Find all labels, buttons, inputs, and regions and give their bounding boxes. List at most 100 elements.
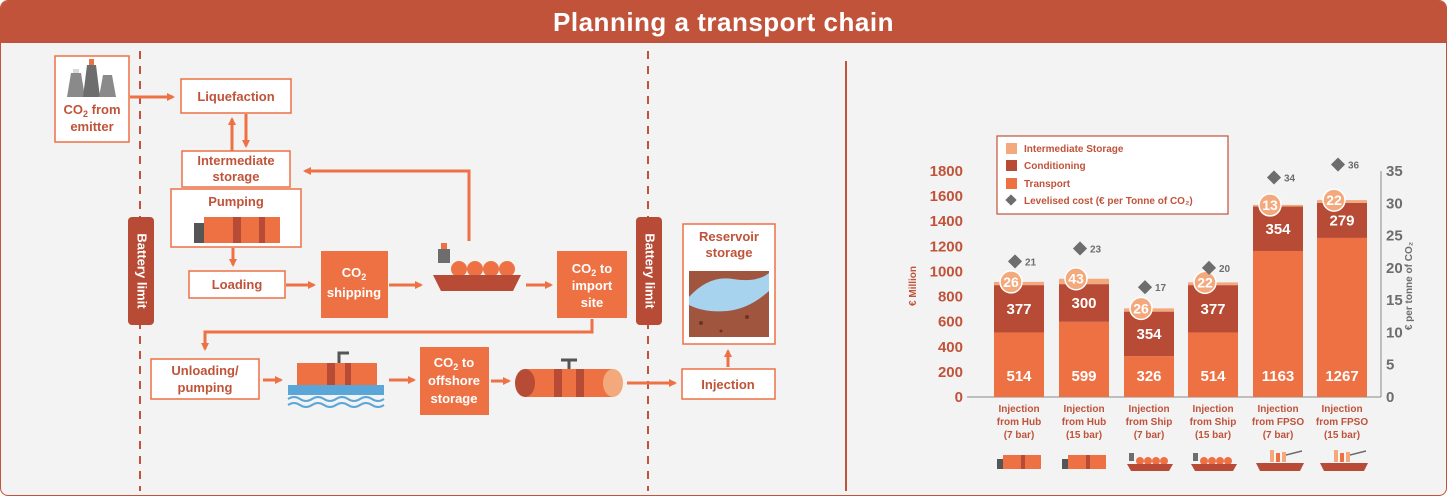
x-category-label: from Hub xyxy=(997,417,1041,428)
legend-swatch-intermediate-storage xyxy=(1006,143,1017,154)
x-category-label: from Ship xyxy=(1126,417,1173,428)
levelised-cost-marker xyxy=(1007,254,1023,269)
x-category-label: Injection xyxy=(1128,404,1169,415)
import-site-box: CO2 to import site xyxy=(557,251,627,318)
levelised-cost-label: 20 xyxy=(1219,264,1231,275)
x-category-label: (15 bar) xyxy=(1195,430,1231,441)
legend-swatch-conditioning xyxy=(1006,160,1017,171)
x-category-label: from Hub xyxy=(1062,417,1106,428)
reservoir-label-line2: storage xyxy=(706,245,753,260)
levelised-cost-marker xyxy=(1072,241,1088,256)
data-label-conditioning: 354 xyxy=(1136,326,1162,343)
data-label-intermediate-storage: 43 xyxy=(1068,271,1084,287)
bar-transport xyxy=(1059,321,1109,397)
levelised-cost-label: 36 xyxy=(1348,161,1360,172)
data-label-conditioning: 300 xyxy=(1071,295,1096,312)
ship-icon xyxy=(1127,464,1173,471)
levelised-cost-marker xyxy=(1330,157,1346,172)
x-category-label: from FPSO xyxy=(1252,417,1304,428)
title-banner: Planning a transport chain xyxy=(1,1,1446,43)
y2-tick-label: 30 xyxy=(1386,195,1403,212)
data-label-transport: 514 xyxy=(1200,368,1226,385)
import-site-label-line2: import xyxy=(572,278,613,293)
y-tick-label: 600 xyxy=(938,314,963,331)
injection-box: Injection xyxy=(681,368,776,400)
intermediate-storage-badge xyxy=(1193,270,1217,295)
bar-conditioning xyxy=(1253,206,1303,251)
data-label-intermediate-storage: 13 xyxy=(1262,197,1278,213)
liquefaction-box: Liquefaction xyxy=(180,78,292,114)
pipeline-icon xyxy=(1086,455,1090,469)
bar-conditioning xyxy=(1059,284,1109,322)
arrow-return-to-storage xyxy=(303,167,471,241)
y2-tick-label: 20 xyxy=(1386,260,1403,277)
battery-limit-label-right: Battery limit xyxy=(643,233,658,309)
data-label-conditioning: 377 xyxy=(1006,301,1031,318)
y-axis-title: € Million xyxy=(908,266,919,306)
unloading-label-line2: pumping xyxy=(178,380,233,395)
x-category-label: (7 bar) xyxy=(1263,430,1294,441)
offshore-storage-label-line1: CO2 to xyxy=(434,355,474,372)
intermediate-storage-label-line1: Intermediate xyxy=(197,153,274,168)
ship-icon xyxy=(1216,457,1224,465)
fpso-icon xyxy=(1256,463,1304,471)
data-label-conditioning: 354 xyxy=(1265,221,1291,238)
offshore-storage-label-line2: offshore xyxy=(428,373,480,388)
pipe-section-icon xyxy=(194,217,280,243)
ship-icon xyxy=(433,243,521,291)
ship-icon xyxy=(1136,457,1144,465)
x-category-label: (15 bar) xyxy=(1324,430,1360,441)
co2-shipping-label-line2: shipping xyxy=(327,285,381,300)
legend-marker-levelised-cost xyxy=(1005,194,1017,206)
reservoir-storage-box: Reservoir storage xyxy=(682,223,776,345)
intermediate-storage-badge xyxy=(1129,296,1153,321)
data-label-transport: 1163 xyxy=(1262,368,1295,385)
levelised-cost-label: 23 xyxy=(1090,244,1102,255)
ship-icon xyxy=(1160,457,1168,465)
y2-tick-label: 15 xyxy=(1386,292,1403,309)
fpso-icon xyxy=(1334,450,1338,462)
levelised-cost-label: 17 xyxy=(1155,283,1167,294)
fpso-icon xyxy=(1320,463,1368,471)
legend-label-conditioning: Conditioning xyxy=(1024,161,1086,172)
fpso-icon xyxy=(1346,452,1350,462)
x-category-label: from FPSO xyxy=(1316,417,1368,428)
y-tick-label: 200 xyxy=(938,364,963,381)
y2-tick-label: 0 xyxy=(1386,389,1394,406)
ship-icon xyxy=(1129,453,1134,461)
levelised-cost-marker xyxy=(1201,260,1217,275)
data-label-transport: 599 xyxy=(1071,368,1096,385)
fpso-icon xyxy=(1270,450,1274,462)
ship-icon xyxy=(1224,457,1232,465)
legend-swatch-transport xyxy=(1006,178,1017,189)
emitter-box: CO2 from emitter xyxy=(54,55,130,143)
y-tick-label: 1200 xyxy=(930,238,963,255)
intermediate-storage-badge xyxy=(1258,193,1282,217)
unloading-label-line1: Unloading/ xyxy=(171,363,239,378)
pipeline-icon xyxy=(1062,459,1068,469)
fpso-icon xyxy=(1349,450,1367,456)
co2-shipping-label-line1: CO2 xyxy=(342,265,367,282)
intermediate-storage-box: Intermediate storage xyxy=(181,150,291,188)
fpso-icon xyxy=(1285,450,1303,456)
offshore-storage-box: CO2 to offshore storage xyxy=(420,347,489,415)
intermediate-storage-badge xyxy=(999,270,1023,294)
subsea-pipe-icon xyxy=(287,351,385,408)
pipeline-icon xyxy=(997,459,1003,469)
battery-limit-tag-right: Battery limit xyxy=(636,217,662,325)
x-category-label: Injection xyxy=(1192,404,1233,415)
pipeline-icon xyxy=(515,358,623,397)
import-site-label-line1: CO2 to xyxy=(572,261,612,278)
emitter-label-line2: emitter xyxy=(70,119,113,134)
bar-conditioning xyxy=(1188,285,1238,333)
bar-transport xyxy=(1188,332,1238,397)
x-category-label: Injection xyxy=(998,404,1039,415)
data-label-intermediate-storage: 26 xyxy=(1003,274,1019,290)
reservoir-label-line1: Reservoir xyxy=(699,229,759,244)
chart-legend: Intermediate Storage Conditioning Transp… xyxy=(996,135,1229,215)
ship-icon xyxy=(1200,457,1208,465)
fpso-icon xyxy=(1282,452,1286,462)
intermediate-storage-badge xyxy=(1064,266,1088,291)
y-tick-label: 1000 xyxy=(930,263,963,280)
